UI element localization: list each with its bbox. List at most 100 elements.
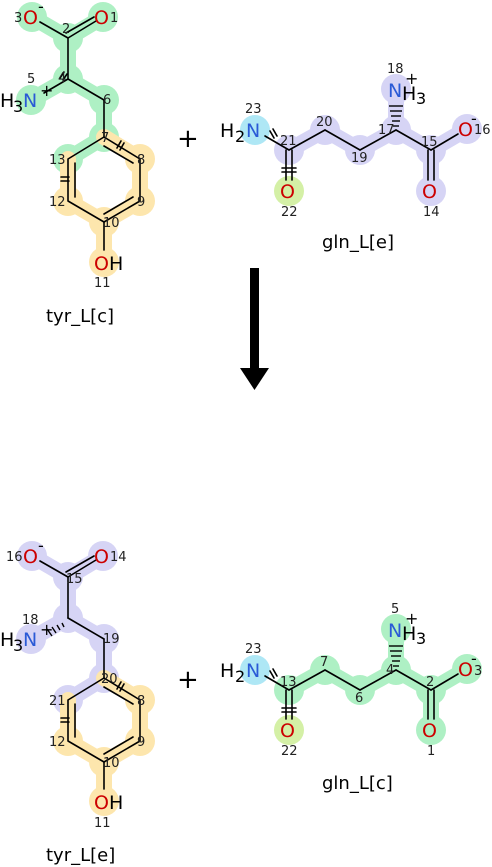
charge-minus-o16b: - <box>38 536 44 555</box>
atom-number-14: 14 <box>423 205 440 220</box>
atom-number-19b: 19 <box>103 632 120 647</box>
atom-o11b-h: H <box>109 792 123 814</box>
atom-o1-symbol: O <box>94 7 109 29</box>
atom-number-15b: 15 <box>66 572 83 587</box>
atom-o16-symbol: O <box>458 119 473 141</box>
bond-c15-o14-b <box>65 555 95 573</box>
atom-number-12: 12 <box>49 195 66 210</box>
stereo-hash-c4b <box>389 645 403 667</box>
charge-plus-n5b: + <box>405 609 418 628</box>
atom-number-7: 7 <box>101 131 109 146</box>
ring-inner-bond-2 <box>103 196 134 215</box>
atom-n5b-sub3: 3 <box>416 629 426 648</box>
atom-number-9b: 9 <box>137 735 145 750</box>
atom-o3-symbol: O <box>23 7 38 29</box>
atom-number-8: 8 <box>137 153 145 168</box>
atom-n18-h: H <box>402 83 416 105</box>
atom-n23b-h: H <box>220 660 234 682</box>
gln-l-c-molecule: H 2 N O N H 3 + O O - 23 13 22 7 6 4 5 2… <box>220 602 482 794</box>
bond-c6-c4 <box>359 669 397 691</box>
atom-n5b-symbol: N <box>388 620 402 642</box>
bond-c20-c19 <box>324 129 361 151</box>
atom-n23-sub2: 2 <box>235 127 245 146</box>
stereo-tick-glnb-n23-a <box>269 670 275 679</box>
ring-tick-b-a <box>116 681 122 690</box>
reaction-arrow <box>240 268 269 390</box>
atom-number-21: 21 <box>280 134 297 149</box>
atom-n18b-symbol: N <box>23 629 37 651</box>
atom-n23-h: H <box>220 120 234 142</box>
charge-minus-o16: - <box>471 109 477 128</box>
plus-sign-bottom: + <box>177 665 199 695</box>
bond-c4-c2 <box>395 669 432 691</box>
plus-sign-top: + <box>177 124 199 154</box>
stereo-hash-c17 <box>389 105 403 127</box>
atom-number-19: 19 <box>351 151 368 166</box>
atom-o3b-symbol: O <box>458 659 473 681</box>
atom-number-13: 13 <box>49 153 66 168</box>
atom-number-14b: 14 <box>110 550 127 565</box>
atom-number-4: 4 <box>58 71 66 86</box>
atom-n5-symbol: N <box>23 90 37 112</box>
bond-c2-o3 <box>430 673 459 691</box>
bond-c15-o16 <box>39 560 69 578</box>
atom-number-17: 17 <box>378 123 395 138</box>
atom-number-20: 20 <box>316 115 333 130</box>
ring-tick-a <box>116 140 122 149</box>
bond-c19-c17 <box>359 129 397 151</box>
atom-highlight-n23b <box>240 655 270 685</box>
bond-c2-o1-b <box>65 16 95 34</box>
atom-o11b-symbol: O <box>94 792 109 814</box>
atom-number-7b: 7 <box>320 655 328 670</box>
atom-number-6: 6 <box>103 93 111 108</box>
tyr-l-c-molecule: O - O H 3 N + O H 3 1 2 4 5 6 7 8 9 10 1… <box>0 0 155 327</box>
atom-number-22: 22 <box>281 205 298 220</box>
atom-number-8b: 8 <box>137 694 145 709</box>
atom-n5-h-symbol: H <box>0 90 14 112</box>
atom-o14b-symbol: O <box>94 546 109 568</box>
atom-o22b-symbol: O <box>280 720 295 742</box>
bond-n23-c21 <box>264 135 290 151</box>
atom-n5b-h: H <box>402 623 416 645</box>
atom-number-18b: 18 <box>22 613 39 628</box>
bond-c13-c7 <box>288 669 326 691</box>
bond-c2-o3 <box>39 21 69 39</box>
charge-minus-o3b: - <box>471 649 477 668</box>
bond-c17-c19 <box>67 617 105 640</box>
atom-number-3: 3 <box>14 11 22 26</box>
charge-plus-n18: + <box>405 69 418 88</box>
atom-number-15: 15 <box>421 135 438 150</box>
stereo-tick-c4b <box>62 73 68 81</box>
atom-number-23: 23 <box>245 102 262 117</box>
atom-n18b-sub3: 3 <box>13 636 23 655</box>
atom-number-5b: 5 <box>391 602 399 617</box>
charge-plus-n5: + <box>40 81 53 100</box>
atom-number-16b: 16 <box>6 550 23 565</box>
atom-number-2: 2 <box>62 22 70 37</box>
atom-number-23b: 23 <box>245 642 262 657</box>
ring-inner-bond-1 <box>103 145 134 164</box>
charge-plus-n18b: + <box>40 620 53 639</box>
atom-highlight-n23 <box>240 115 270 145</box>
molecule-name-tyr-l-e: tyr_L[e] <box>46 845 115 866</box>
atom-n23-symbol: N <box>246 120 260 142</box>
ring-tick-b <box>119 142 125 151</box>
stereo-tick-c4 <box>59 71 65 79</box>
atom-number-12b: 12 <box>49 735 66 750</box>
atom-number-4b: 4 <box>386 663 394 678</box>
bond-c7-c6 <box>324 669 361 691</box>
atom-number-21b: 21 <box>49 694 66 709</box>
molecule-name-gln-l-c: gln_L[c] <box>322 773 393 794</box>
atom-number-13b: 13 <box>280 675 297 690</box>
stereo-tick-gln-n23-b <box>272 128 278 137</box>
atom-o22-symbol: O <box>280 181 295 203</box>
tyr-l-e-molecule: O - O H 3 N + O H 16 14 15 18 19 20 21 8… <box>0 536 155 866</box>
ring-inner-bond-b1 <box>103 686 134 705</box>
atom-number-18: 18 <box>387 62 404 77</box>
atom-number-22b: 22 <box>281 744 298 759</box>
atom-number-10b: 10 <box>103 756 120 771</box>
atom-o1b-symbol: O <box>422 720 437 742</box>
atom-number-10: 10 <box>103 216 120 231</box>
molecule-name-gln-l-e: gln_L[e] <box>322 232 394 253</box>
